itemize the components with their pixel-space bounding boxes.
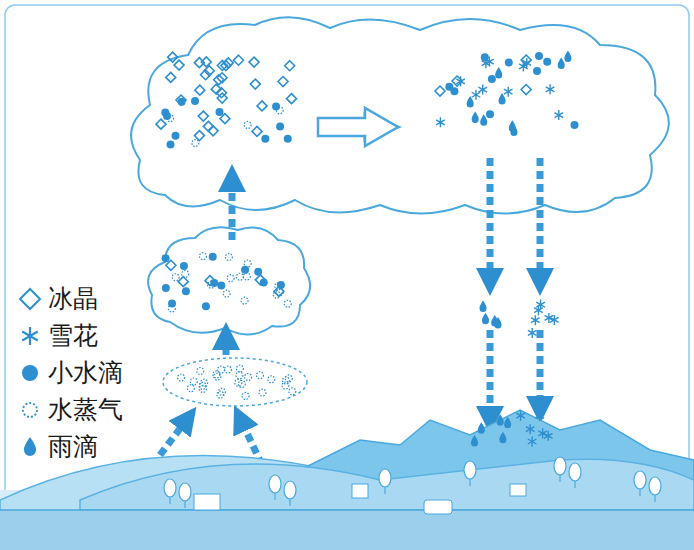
legend-row: 水蒸气 [16, 391, 123, 428]
legend-text: 小水滴 [48, 356, 123, 389]
legend-row: 雨滴 [16, 428, 123, 465]
legend-text: 雪花 [48, 319, 98, 352]
legend-text: 冰晶 [48, 282, 98, 315]
legend-symbol [16, 433, 44, 461]
legend-symbol [16, 285, 44, 313]
legend-row: 小水滴 [16, 354, 123, 391]
legend-text: 水蒸气 [48, 393, 123, 426]
legend-symbol [16, 359, 44, 387]
legend-text: 雨滴 [48, 430, 98, 463]
legend-row: 雪花 [16, 317, 123, 354]
legend-row: 冰晶 [16, 280, 123, 317]
legend: 冰晶雪花小水滴水蒸气雨滴 [16, 280, 123, 465]
legend-symbol [16, 396, 44, 424]
legend-symbol [16, 322, 44, 350]
